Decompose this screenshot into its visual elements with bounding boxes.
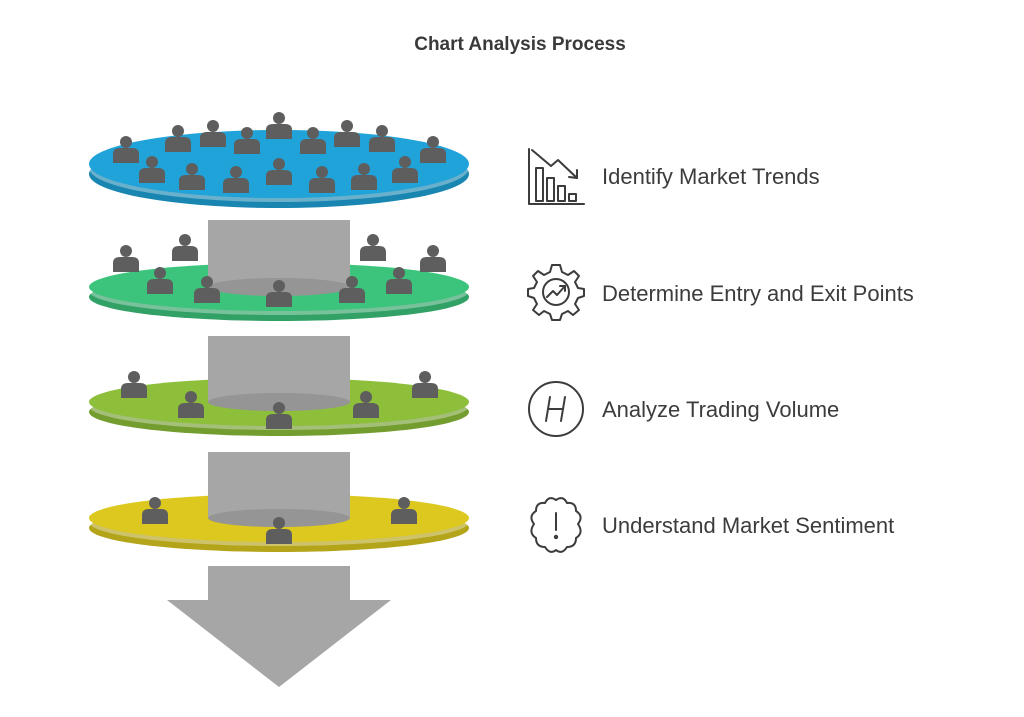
exclamation-badge-icon xyxy=(530,497,582,553)
column-segment-3 xyxy=(208,452,350,527)
bar-chart-down-icon xyxy=(528,148,585,205)
person-icon xyxy=(420,136,446,163)
step-2-label: Determine Entry and Exit Points xyxy=(602,281,914,306)
person-icon xyxy=(121,371,147,398)
column-segment-2 xyxy=(208,336,350,411)
h-circle-icon xyxy=(528,381,584,437)
person-icon xyxy=(369,125,395,152)
person-icon xyxy=(113,136,139,163)
diagram-title: Chart Analysis Process xyxy=(414,34,626,55)
step-3-label: Analyze Trading Volume xyxy=(602,397,839,422)
person-icon xyxy=(172,234,198,261)
step-4-label: Understand Market Sentiment xyxy=(602,513,894,538)
gear-chart-icon xyxy=(527,264,585,321)
down-arrow xyxy=(167,566,391,687)
person-icon xyxy=(360,234,386,261)
person-icon xyxy=(200,120,226,147)
step-1-label: Identify Market Trends xyxy=(602,164,820,189)
person-icon xyxy=(113,245,139,272)
person-icon xyxy=(420,245,446,272)
person-icon xyxy=(266,112,292,139)
person-icon xyxy=(165,125,191,152)
person-icon xyxy=(412,371,438,398)
person-icon xyxy=(334,120,360,147)
